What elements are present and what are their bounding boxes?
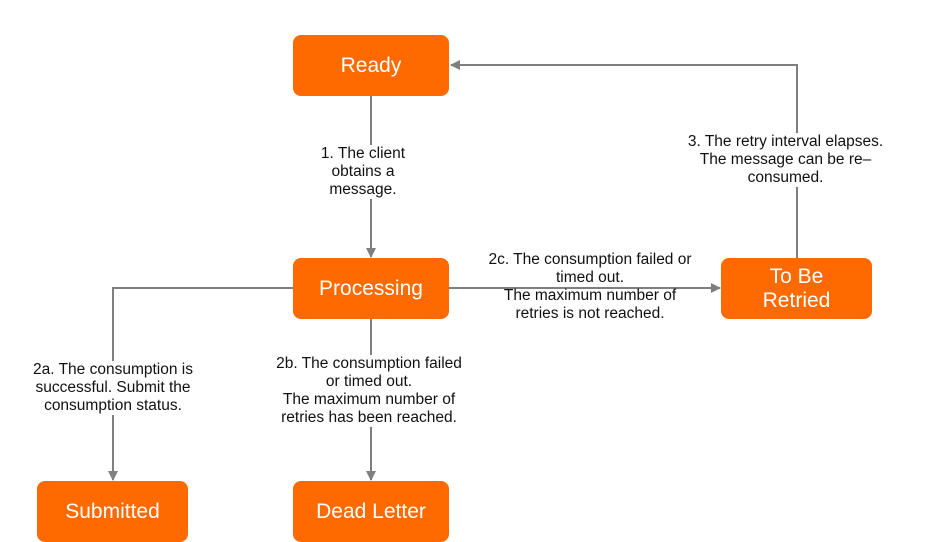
state-to-be-retried-line-1: To Be (769, 264, 824, 288)
state-dead-letter-label: Dead Letter (316, 499, 426, 523)
state-ready-label: Ready (340, 53, 402, 77)
label-success-line-1: 2a. The consumption is (33, 361, 193, 378)
label-retry-line-1: 2c. The consumption failed or (460, 251, 720, 269)
label-dead-line-1: 2b. The consumption failed (276, 355, 462, 372)
label-reconsume-line-2: The message can be re– (699, 151, 872, 168)
label-retry-line-3: The maximum number of (503, 287, 677, 304)
connector-processing-to-submitted (108, 287, 293, 481)
state-to-be-retried-line-2: Retried (762, 288, 831, 312)
label-retry-line-2: timed out. (555, 269, 625, 286)
label-obtain-line-3: message. (329, 181, 397, 198)
label-retry-interval-elapses: 3. The retry interval elapses. The messa… (663, 133, 908, 187)
label-success-line-2: successful. Submit the (35, 379, 191, 396)
label-retry-line-4: retries is not reached. (515, 305, 665, 322)
label-obtain-line-1: 1. The client (320, 145, 406, 162)
state-to-be-retried: To Be Retried (721, 258, 872, 319)
label-max-retries-reached: 2b. The consumption failed or timed out.… (249, 355, 489, 427)
label-success-line-3: consumption status. (44, 397, 182, 414)
label-reconsume-line-1: 3. The retry interval elapses. (687, 133, 884, 150)
state-submitted-label: Submitted (65, 499, 160, 523)
connector-retried-to-ready (450, 60, 798, 258)
label-obtain-message: 1. The client obtains a message. (303, 145, 423, 199)
label-reconsume-line-3: consumed. (747, 169, 824, 186)
state-processing-label: Processing (319, 276, 423, 300)
state-submitted: Submitted (37, 481, 188, 542)
state-dead-letter: Dead Letter (293, 481, 449, 542)
state-ready: Ready (293, 35, 449, 96)
label-dead-line-3: The maximum number of (282, 391, 456, 408)
state-processing: Processing (293, 258, 449, 319)
label-obtain-line-2: obtains a (331, 163, 395, 180)
label-max-retries-not-reached: 2c. The consumption failed or timed out.… (460, 251, 720, 323)
label-dead-line-2: or timed out. (325, 373, 413, 390)
label-dead-line-4: retries has been reached. (281, 409, 457, 426)
label-consumption-successful: 2a. The consumption is successful. Submi… (8, 361, 218, 415)
